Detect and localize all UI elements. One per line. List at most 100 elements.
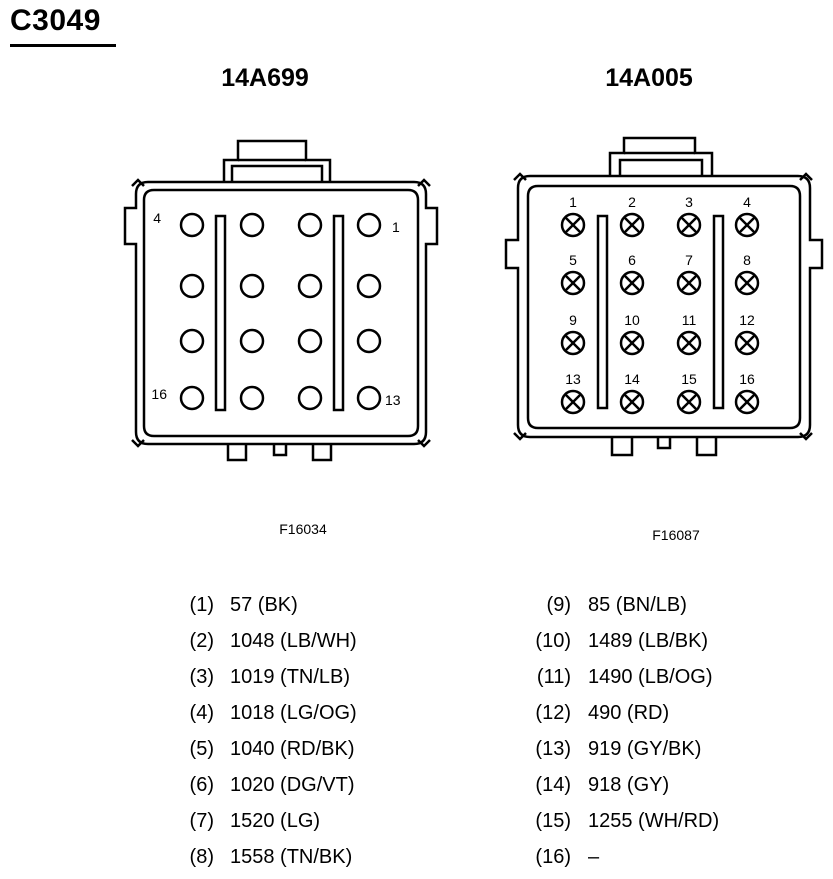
circuit-color-code: 1048 (LB/WH) (230, 630, 357, 652)
cavity-pin-11 (239, 328, 265, 354)
terminal-pin-11 (676, 330, 702, 356)
circuit-color-code: 57 (BK) (230, 594, 298, 616)
pin-number: (4) (189, 702, 214, 724)
terminal-pin-12 (734, 330, 760, 356)
corner-ear (513, 172, 527, 181)
circuit-color-code: 1558 (TN/BK) (230, 846, 353, 868)
cavity-pin-15 (239, 385, 265, 411)
terminal-pin-13 (560, 389, 586, 415)
cavity-pin-1 (356, 212, 382, 238)
terminal-pin-1 (560, 212, 586, 238)
cavity-pin-2 (297, 212, 323, 238)
divider-rib (712, 214, 725, 410)
bottom-tab (311, 444, 333, 462)
pin-number-label: 16 (739, 371, 755, 387)
pin-number-label: 15 (681, 371, 697, 387)
cavity-pin-5 (356, 273, 382, 299)
pin-number-label: 8 (743, 252, 751, 268)
pin-number: (7) (189, 810, 214, 832)
pin-number: (1) (189, 594, 214, 616)
bottom-key (656, 437, 672, 450)
pin-number-label: 7 (685, 252, 693, 268)
connector-14a699-face (123, 139, 439, 462)
bottom-tab (226, 444, 248, 462)
corner-ear (131, 178, 145, 187)
circuit-color-code: 85 (BN/LB) (588, 594, 687, 616)
terminal-pin-2 (619, 212, 645, 238)
cavity-pin-3 (239, 212, 265, 238)
circuit-color-code: 1490 (LB/OG) (588, 666, 713, 688)
connector-14a005-face (504, 136, 824, 457)
divider-rib (214, 214, 227, 412)
pin-number-label: 13 (385, 392, 401, 408)
cavity-pin-7 (239, 273, 265, 299)
pin-number: (14) (535, 774, 571, 796)
connector-14a699-title: 14A699 (221, 64, 309, 92)
latch-slot (230, 164, 324, 182)
terminal-pin-15 (676, 389, 702, 415)
figure-code-f16087: F16087 (652, 527, 700, 543)
pin-number: (15) (535, 810, 571, 832)
pin-number-label: 16 (151, 386, 167, 402)
outer-shell (123, 180, 439, 446)
corner-ear (131, 439, 145, 448)
terminal-pin-16 (734, 389, 760, 415)
pin-number: (6) (189, 774, 214, 796)
cavity-pin-16 (179, 385, 205, 411)
circuit-color-code: – (588, 846, 600, 868)
pin-number-label: 1 (569, 194, 577, 210)
circuit-color-code: 1020 (DG/VT) (230, 774, 355, 796)
cavity-pin-9 (356, 328, 382, 354)
pin-number-label: 11 (682, 312, 697, 328)
outer-shell (504, 174, 824, 439)
corner-ear (799, 172, 813, 181)
pin-number: (16) (535, 846, 571, 868)
circuit-color-code: 918 (GY) (588, 774, 670, 796)
circuit-color-code: 1255 (WH/RD) (588, 810, 720, 832)
cavity-pin-8 (179, 273, 205, 299)
pin-number-label: 13 (565, 371, 581, 387)
cavity-pin-12 (179, 328, 205, 354)
pin-number-label: 4 (743, 194, 751, 210)
pin-number: (13) (535, 738, 571, 760)
cavity-pin-4 (179, 212, 205, 238)
corner-ear (417, 178, 431, 187)
pin-number: (2) (189, 630, 214, 652)
terminal-pin-3 (676, 212, 702, 238)
circuit-color-code: 919 (GY/BK) (588, 738, 702, 760)
connector-14a005-terminals (560, 212, 760, 415)
cavity-pin-14 (297, 385, 323, 411)
cavity-pin-10 (297, 328, 323, 354)
connector-id-title: C3049 (10, 4, 101, 37)
pin-number-label: 1 (392, 219, 400, 235)
circuit-color-code: 1489 (LB/BK) (588, 630, 709, 652)
circuit-color-code: 1520 (LG) (230, 810, 321, 832)
pin-number: (9) (546, 594, 571, 616)
pin-number-label: 14 (624, 371, 640, 387)
corner-ear (513, 432, 527, 441)
title-underline (10, 44, 116, 47)
bottom-tab (695, 437, 718, 457)
circuit-color-code: 1040 (RD/BK) (230, 738, 355, 760)
cavity-pin-13 (356, 385, 382, 411)
circuit-color-code: 1018 (LG/OG) (230, 702, 357, 724)
corner-ear (417, 439, 431, 448)
inner-shell (526, 184, 802, 430)
pin-number: (3) (189, 666, 214, 688)
pin-number-label: 3 (685, 194, 693, 210)
terminal-pin-6 (619, 270, 645, 296)
bottom-tab (610, 437, 634, 457)
pin-number-label: 10 (624, 312, 640, 328)
pin-number: (11) (536, 666, 571, 688)
connector-14a699-cavities (179, 212, 382, 411)
terminal-pin-10 (619, 330, 645, 356)
corner-ear (799, 432, 813, 441)
terminal-pin-7 (676, 270, 702, 296)
figure-code-f16034: F16034 (279, 521, 327, 537)
circuit-color-code: 1019 (TN/LB) (230, 666, 351, 688)
pin-number-label: 9 (569, 312, 577, 328)
bottom-key (272, 444, 288, 457)
